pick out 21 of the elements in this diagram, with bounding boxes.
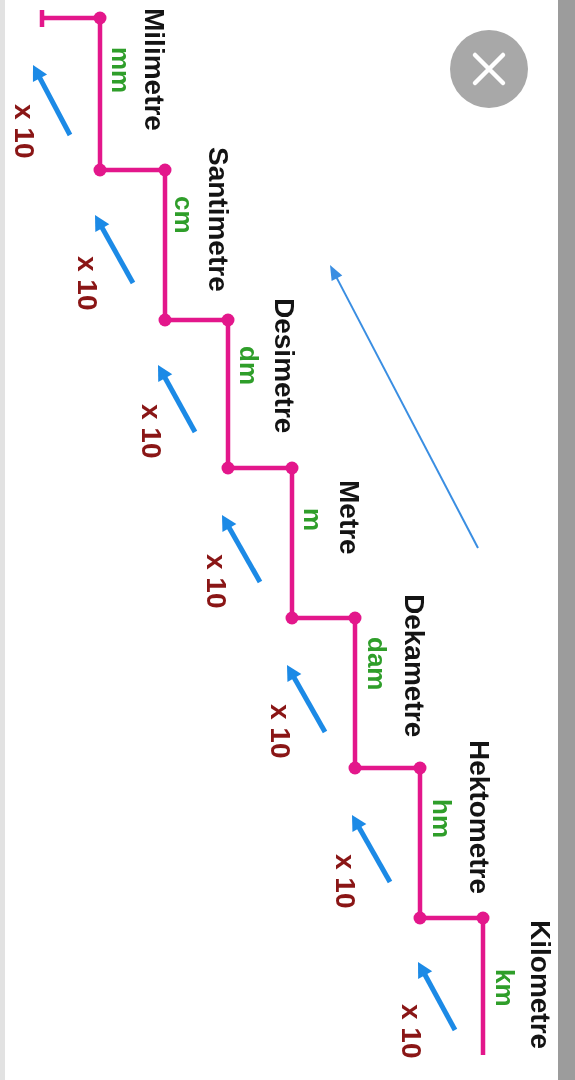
multiplier-label: x 10 (331, 854, 359, 909)
unit-name: Santimetre (204, 147, 232, 292)
unit-symbol: km (492, 969, 518, 1007)
unit-name: Milimetre (140, 8, 168, 131)
unit-symbol: mm (108, 47, 134, 94)
multiplier-label: x 10 (10, 104, 38, 159)
unit-name: Hektometre (465, 740, 493, 895)
unit-symbol: hm (429, 799, 455, 838)
multiplier-label: x 10 (137, 404, 165, 459)
unit-symbol: cm (171, 196, 197, 234)
unit-name: Kilometre (526, 920, 554, 1050)
multiplier-label: x 10 (202, 554, 230, 609)
multiplier-label: x 10 (397, 1004, 425, 1059)
unit-symbol: m (300, 508, 326, 532)
unit-name: Metre (335, 480, 363, 555)
multiplier-label: x 10 (266, 704, 294, 759)
unit-name: Desimetre (270, 298, 298, 434)
multiplier-label: x 10 (73, 256, 101, 311)
unit-name: Dekametre (400, 594, 428, 738)
unit-symbol: dm (236, 346, 262, 385)
unit-symbol: dam (364, 637, 390, 691)
